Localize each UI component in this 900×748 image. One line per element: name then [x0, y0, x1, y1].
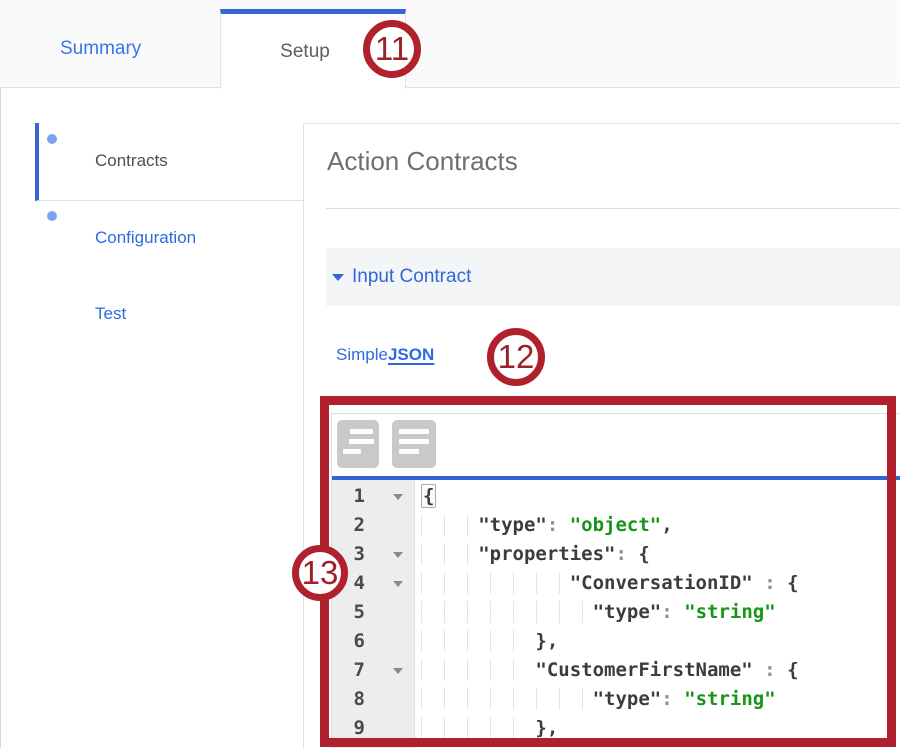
code-line[interactable]: 8 "type": "string": [332, 685, 900, 714]
code-area[interactable]: 1{2 "type": "object",3 "properties": {4 …: [332, 480, 900, 748]
line-number: 9: [353, 717, 365, 739]
editor-focus-bar: [332, 476, 900, 480]
input-contract-section-header[interactable]: Input Contract: [326, 248, 900, 306]
title-divider: [326, 208, 900, 209]
chevron-down-icon: [332, 273, 344, 281]
page-title: Action Contracts: [327, 146, 518, 176]
code-text: {: [421, 484, 437, 508]
sidebar-item-test[interactable]: Test: [95, 304, 127, 323]
code-line[interactable]: 7 "CustomerFirstName" : {: [332, 656, 900, 685]
tab-summary[interactable]: Summary: [60, 38, 142, 59]
code-line[interactable]: 2 "type": "object",: [332, 511, 900, 540]
line-number: 2: [353, 514, 365, 536]
format-toggle: SimpleJSON: [336, 345, 434, 365]
code-text: "type": "object",: [415, 511, 673, 540]
fold-arrow-icon[interactable]: [393, 569, 405, 598]
line-number: 4: [332, 569, 415, 598]
line-number: 8: [353, 688, 365, 710]
line-number-gutter: [332, 480, 415, 748]
code-text: },: [415, 714, 558, 743]
editor-toolbar: [332, 414, 900, 476]
content-top-border: [35, 123, 900, 124]
simple-toggle-link[interactable]: Simple: [336, 345, 388, 364]
format-align-left-icon[interactable]: [392, 420, 436, 468]
fold-arrow-icon[interactable]: [393, 656, 405, 685]
line-number: 6: [353, 630, 365, 652]
tab-setup-label: Setup: [280, 40, 330, 62]
code-text: "ConversationID" : {: [415, 569, 799, 598]
json-toggle-link[interactable]: JSON: [387, 345, 435, 364]
blue-dot-icon: [47, 211, 57, 221]
line-number: 5: [353, 601, 365, 623]
code-text: },: [415, 627, 558, 656]
code-text: "type": "string": [415, 685, 776, 714]
format-indent-right-icon[interactable]: [337, 420, 379, 468]
code-lines: 1{2 "type": "object",3 "properties": {4 …: [332, 482, 900, 743]
annotation-circle-12: 12: [487, 328, 545, 386]
line-number: 1: [332, 482, 415, 511]
line-number: 3: [332, 540, 415, 569]
tab-bar: [0, 0, 900, 88]
code-line[interactable]: 9 },: [332, 714, 900, 743]
code-text: "type": "string": [415, 598, 776, 627]
code-line[interactable]: 4 "ConversationID" : {: [332, 569, 900, 598]
json-code-editor[interactable]: 1{2 "type": "object",3 "properties": {4 …: [331, 413, 900, 748]
annotation-circle-13: 13: [292, 545, 348, 601]
sidebar-item-configuration[interactable]: Configuration: [95, 228, 197, 247]
blue-dot-icon: [47, 134, 57, 144]
sidebar-divider: [303, 123, 304, 748]
code-line[interactable]: 1{: [332, 482, 900, 511]
code-line[interactable]: 5 "type": "string": [332, 598, 900, 627]
sidebar-item-contracts-label[interactable]: Contracts: [95, 151, 168, 170]
fold-arrow-icon[interactable]: [393, 540, 405, 569]
annotation-circle-11: 11: [363, 20, 421, 78]
left-border-line: [0, 88, 1, 748]
input-contract-label: Input Contract: [352, 266, 472, 287]
code-line[interactable]: 3 "properties": {: [332, 540, 900, 569]
code-text: "properties": {: [415, 540, 650, 569]
code-text: "CustomerFirstName" : {: [415, 656, 799, 685]
sidebar-item-contracts[interactable]: [35, 123, 303, 201]
line-number: 7: [332, 656, 415, 685]
fold-arrow-icon[interactable]: [393, 482, 405, 511]
code-line[interactable]: 6 },: [332, 627, 900, 656]
